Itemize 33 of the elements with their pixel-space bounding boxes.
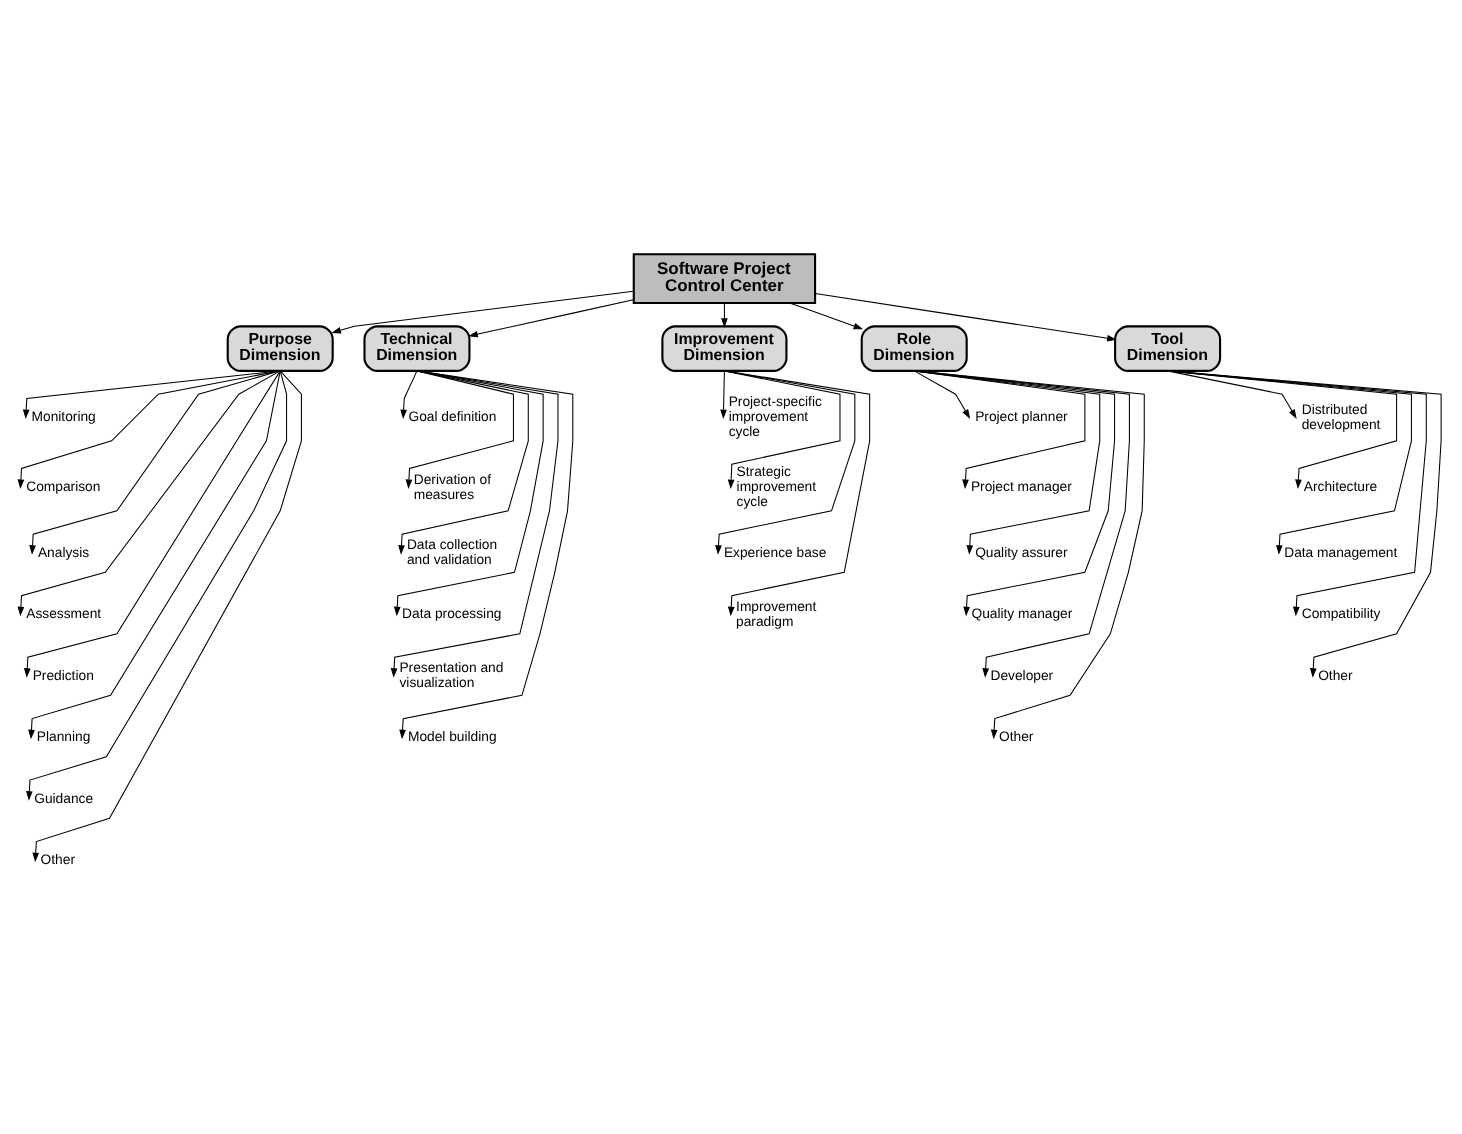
arrow — [390, 370, 559, 678]
arrow — [400, 370, 418, 420]
arrow — [715, 370, 856, 555]
arrow — [26, 370, 288, 801]
arrow — [405, 370, 514, 490]
arrow — [393, 370, 544, 617]
arrow — [28, 370, 281, 740]
arrow — [720, 370, 727, 420]
arrow — [17, 370, 281, 617]
arrow — [789, 302, 864, 330]
arrow — [1167, 370, 1442, 678]
arrow — [913, 370, 1130, 678]
arrow — [723, 370, 841, 490]
arrow — [723, 370, 871, 617]
arrow — [913, 370, 971, 419]
arrow — [1167, 370, 1398, 490]
arrow — [814, 293, 1117, 342]
node-box: Software Project Control Center — [632, 253, 817, 305]
arrow — [1167, 370, 1297, 419]
arrow — [468, 299, 634, 338]
arrow — [913, 370, 1145, 740]
arrow — [1167, 370, 1427, 617]
arrow — [331, 290, 634, 334]
arrow — [398, 370, 529, 555]
arrow — [399, 370, 574, 740]
arrow — [913, 370, 1101, 555]
arrow — [29, 370, 281, 555]
arrow — [913, 370, 1086, 490]
arrow — [23, 370, 281, 678]
arrow — [1167, 370, 1412, 555]
arrow — [913, 370, 1116, 617]
arrow — [32, 370, 302, 863]
arrow — [17, 370, 281, 490]
